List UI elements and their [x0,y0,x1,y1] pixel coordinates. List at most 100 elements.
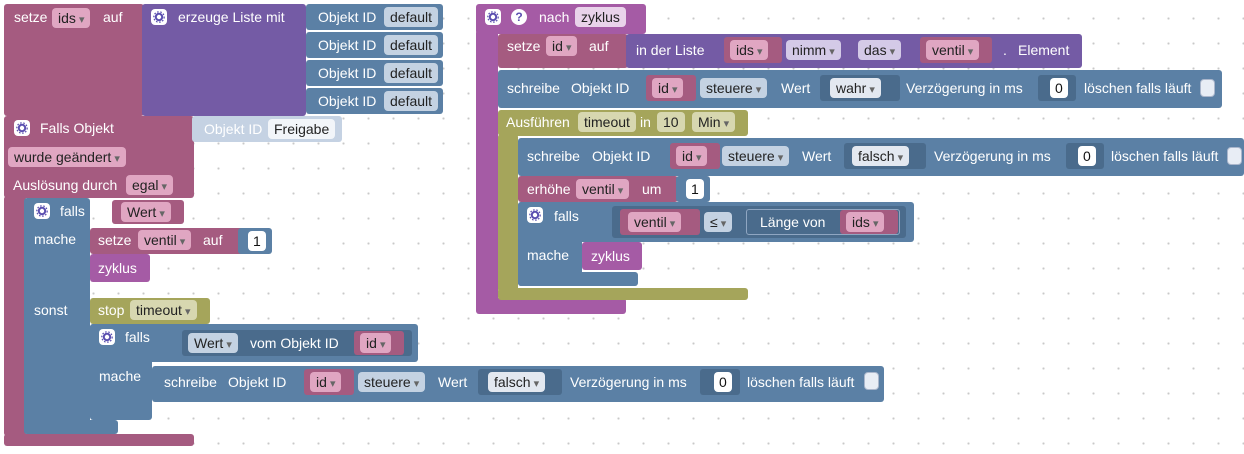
trigger-block-foot [4,434,194,446]
mache-label: mache [34,231,77,247]
bool-dropdown[interactable]: wahr [830,78,881,98]
ventil-dropdown[interactable]: ventil [628,212,682,232]
ids-dropdown[interactable]: ids [846,212,885,232]
gear-icon[interactable] [14,120,30,136]
delay-label: Verzögerung in ms [570,374,687,390]
mache-label: mache [99,368,142,384]
id-dropdown[interactable]: id [310,372,342,392]
timeout-number-input[interactable]: 10 [657,112,685,132]
falls-label: falls [125,329,150,345]
auf-label: auf [103,9,123,25]
objekt-id-label: Objekt ID [204,121,263,137]
stop-label: stop [98,302,125,318]
timeout-name-input[interactable]: timeout [578,112,636,132]
timeout-dropdown[interactable]: timeout [130,300,197,320]
steuere-dropdown[interactable]: steuere [358,372,426,392]
clear-checkbox[interactable] [1227,147,1242,165]
steuere-dropdown[interactable]: steuere [700,78,768,98]
ids-dropdown[interactable]: ids [730,40,769,60]
procedure-spine [476,30,498,312]
zyklus-label: zyklus [591,248,630,264]
delay-input[interactable]: 0 [1078,146,1096,166]
object-id-value[interactable]: default [384,63,439,83]
if-block-foot [518,272,638,286]
if-else-block[interactable] [24,198,90,434]
bool-dropdown[interactable]: falsch [852,146,910,166]
schreibe-label: schreibe [527,148,580,164]
gear-icon[interactable] [99,329,115,345]
unit-dropdown[interactable]: Min [692,112,736,132]
ausfuehren-label: Ausführen [506,114,570,130]
wert-label: Wert [438,374,468,390]
wert-dropdown[interactable]: Wert [188,333,238,353]
ausloesung-dropdown[interactable]: egal [126,175,174,195]
clear-label: löschen falls läuft [1111,148,1219,164]
clear-checkbox[interactable] [1200,79,1215,97]
gear-icon[interactable] [485,9,501,25]
delay-input[interactable]: 0 [1050,78,1068,98]
timeout-spine [498,134,518,292]
auf-label: auf [203,232,223,248]
ausloesung-label: Auslösung durch [13,177,118,193]
bool-dropdown[interactable]: falsch [488,372,546,392]
call-zyklus-block[interactable] [582,242,642,270]
id-dropdown[interactable]: id [652,78,684,98]
zyklus-label: zyklus [98,260,137,276]
ids-var-dropdown[interactable]: ids [52,8,91,28]
number-input[interactable]: 1 [248,231,266,251]
number-input[interactable]: 1 [686,179,704,199]
wert-dropdown[interactable]: Wert [121,202,171,222]
object-id-value[interactable]: Freigabe [268,119,336,139]
clear-label: löschen falls läuft [1084,80,1192,96]
changed-dropdown[interactable]: wurde geändert [8,147,126,167]
ventil-dropdown[interactable]: ventil [926,40,980,60]
falls-objekt-label: Falls Objekt [40,120,114,136]
procedure-name-input[interactable]: zyklus [575,7,626,27]
help-icon[interactable]: ? [511,9,527,25]
ventil-dropdown[interactable]: ventil [138,230,192,250]
operator-dropdown[interactable]: ≤ [704,212,733,232]
mache-label: mache [527,247,570,263]
delay-label: Verzögerung in ms [906,80,1023,96]
setze-label: setze [507,38,541,54]
nimm-dropdown[interactable]: nimm [786,40,841,60]
objekt-id-label: Objekt ID [318,65,377,81]
schreibe-label: schreibe [507,80,560,96]
clear-label: löschen falls läuft [747,374,855,390]
id-dropdown[interactable]: id [360,333,392,353]
clear-checkbox[interactable] [864,372,879,390]
object-id-value[interactable]: default [384,91,439,111]
gear-icon[interactable] [151,9,167,25]
objekt-id-label: Objekt ID [318,37,377,53]
id-dropdown[interactable]: id [546,36,578,56]
delay-input[interactable]: 0 [714,372,732,392]
object-id-value[interactable]: default [384,35,439,55]
ventil-dropdown[interactable]: ventil [576,179,630,199]
objekt-id-label: Objekt ID [318,93,377,109]
if-else-foot [24,420,118,434]
element-label: Element [1018,42,1070,58]
auf-label: auf [589,38,609,54]
setze-label: setze [14,9,48,25]
um-label: um [642,181,662,197]
id-dropdown[interactable]: id [676,146,708,166]
gear-icon[interactable] [527,207,543,223]
object-id-value[interactable]: default [384,7,439,27]
sonst-label: sonst [34,302,68,318]
laenge-label: Länge von [760,214,826,230]
wert-label: Wert [781,80,811,96]
vom-objekt-label: vom Objekt ID [250,335,339,351]
dot-label: . [1003,42,1007,58]
objekt-id-label: Objekt ID [592,148,651,164]
create-list-block[interactable] [142,4,306,116]
steuere-dropdown[interactable]: steuere [722,146,790,166]
falls-label: falls [60,203,85,219]
list-get-block[interactable] [626,34,1082,68]
call-zyklus-block[interactable] [90,254,150,282]
nach-label: nach [539,9,570,25]
gear-icon[interactable] [34,203,50,219]
schreibe-label: schreibe [164,374,217,390]
objekt-id-label: Objekt ID [571,80,630,96]
das-dropdown[interactable]: das [858,40,902,60]
falls-label: falls [554,208,579,224]
